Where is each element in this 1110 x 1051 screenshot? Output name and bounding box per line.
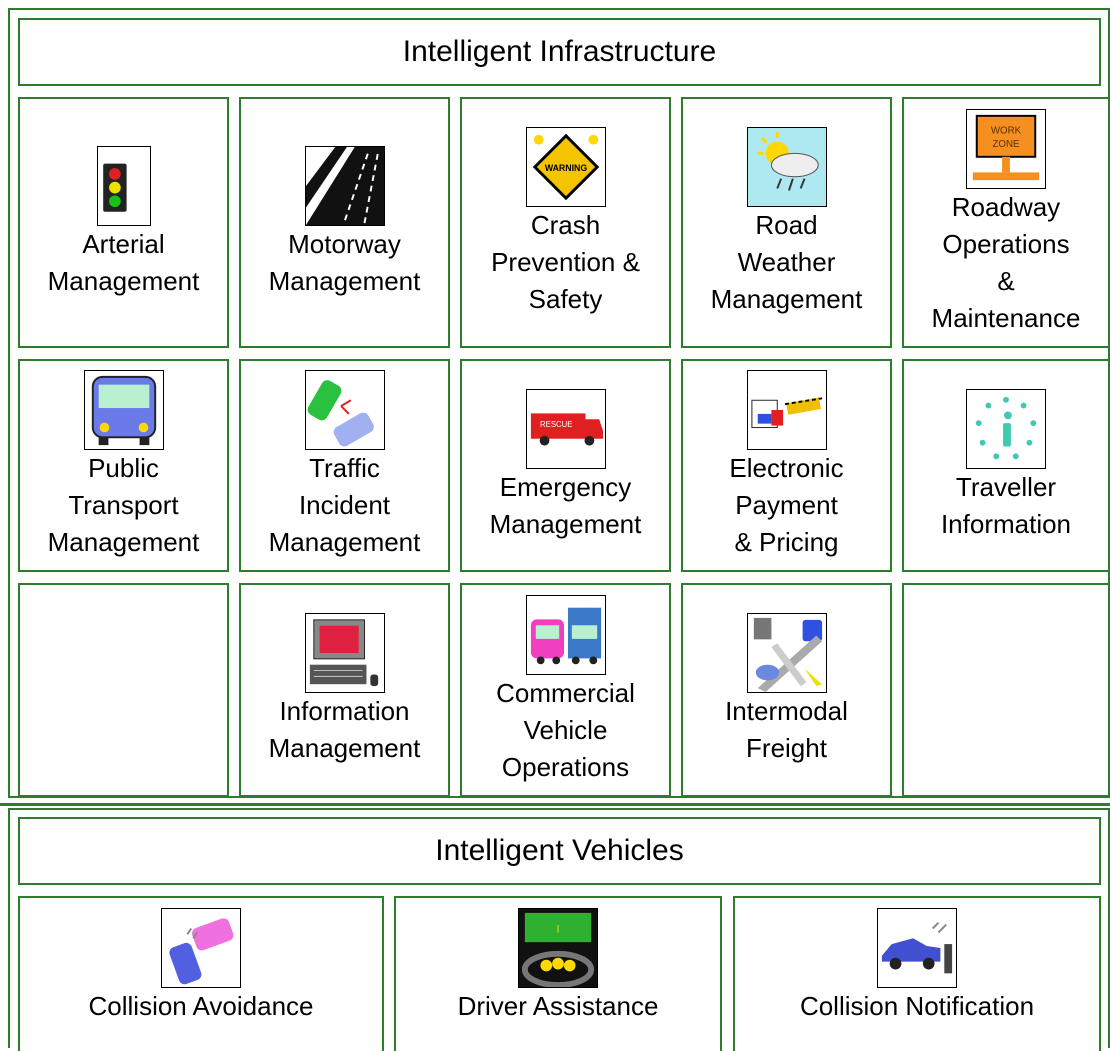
motorway-icon	[304, 145, 385, 226]
label-line: Electronic	[729, 453, 844, 483]
label-line: Operations	[501, 751, 630, 782]
vehicles-collision-cars-label: Collision Avoidance	[89, 988, 314, 1025]
label-line: Transport	[68, 490, 179, 520]
svg-text:ZONE: ZONE	[992, 139, 1020, 150]
infrastructure-title-text: Intelligent Infrastructure	[402, 35, 717, 68]
info-icon	[966, 388, 1046, 469]
car-crash-icon	[304, 370, 385, 450]
label-line: Driver Assistance	[457, 991, 659, 1021]
label-line: Management	[47, 265, 200, 296]
label-line: Road	[755, 210, 818, 240]
svg-text:WORK: WORK	[991, 125, 1022, 136]
label-line: Collision Avoidance	[88, 991, 314, 1021]
svg-text:RESCUE: RESCUE	[540, 420, 573, 429]
section-divider	[0, 803, 1110, 806]
toll-booth-icon	[746, 370, 827, 450]
label-line: Payment	[735, 490, 838, 520]
collision-cars-icon	[161, 908, 241, 988]
intermodal-icon	[746, 613, 827, 693]
label-line: Vehicle	[523, 714, 608, 745]
vehicles-dashboard-link[interactable]: Ⅰ Driver Assistance	[394, 896, 722, 1051]
infrastructure-title: Intelligent Infrastructure	[18, 18, 1101, 86]
label-line: Management	[268, 527, 421, 557]
computer-icon	[304, 613, 385, 693]
label-line: Maintenance	[931, 302, 1081, 333]
label-line: Emergency	[499, 471, 632, 502]
label-line: Management	[268, 265, 421, 296]
infrastructure-empty-cell	[18, 583, 229, 797]
label-line: Incident	[298, 490, 391, 520]
vehicles-collision-cars-link[interactable]: Collision Avoidance	[18, 896, 384, 1051]
label-line: Weather	[737, 247, 836, 277]
warning-sign-icon: WARNING	[525, 127, 606, 207]
svg-text:WARNING: WARNING	[544, 163, 587, 173]
bus-icon	[83, 370, 164, 450]
traffic-light-icon	[96, 145, 151, 226]
label-line: Information	[940, 508, 1072, 539]
label-line: Operations	[942, 228, 1070, 259]
infrastructure-empty-cell	[902, 583, 1110, 797]
label-line: Arterial	[82, 228, 165, 259]
vehicles-title-text: Intelligent Vehicles	[435, 834, 684, 867]
label-line: Freight	[746, 733, 827, 763]
vehicles-dashboard-label: Driver Assistance	[458, 988, 659, 1025]
label-line: Traveller	[955, 471, 1057, 502]
label-line: Safety	[528, 284, 603, 314]
car-signal-icon	[877, 908, 957, 988]
svg-text:Ⅰ: Ⅰ	[557, 924, 560, 935]
label-line: Roadway	[951, 191, 1061, 222]
label-line: Crash	[530, 210, 601, 240]
label-line: Collision Notification	[799, 991, 1035, 1021]
label-line: Management	[489, 508, 642, 539]
vehicles-car-signal-link[interactable]: Collision Notification	[733, 896, 1101, 1051]
label-line: &	[997, 265, 1015, 296]
label-line: Management	[268, 733, 421, 763]
label-line: & Pricing	[734, 527, 839, 557]
label-line: Commercial	[496, 677, 635, 708]
work-zone-sign-icon: WORK ZONE	[966, 108, 1046, 189]
rescue-truck-icon: RESCUE	[525, 388, 606, 469]
vehicles-title: Intelligent Vehicles	[18, 817, 1101, 885]
commercial-vehicles-icon	[525, 594, 606, 675]
dashboard-icon: Ⅰ	[518, 908, 598, 988]
weather-icon	[746, 127, 827, 207]
label-line: Traffic	[309, 453, 380, 483]
label-line: Management	[710, 284, 863, 314]
label-line: Information	[279, 696, 410, 726]
vehicles-car-signal-label: Collision Notification	[800, 988, 1034, 1025]
label-line: Intermodal	[725, 696, 848, 726]
label-line: Public	[88, 453, 159, 483]
label-line: Prevention &	[491, 247, 640, 277]
label-line: Motorway	[288, 228, 401, 259]
label-line: Management	[47, 527, 200, 557]
